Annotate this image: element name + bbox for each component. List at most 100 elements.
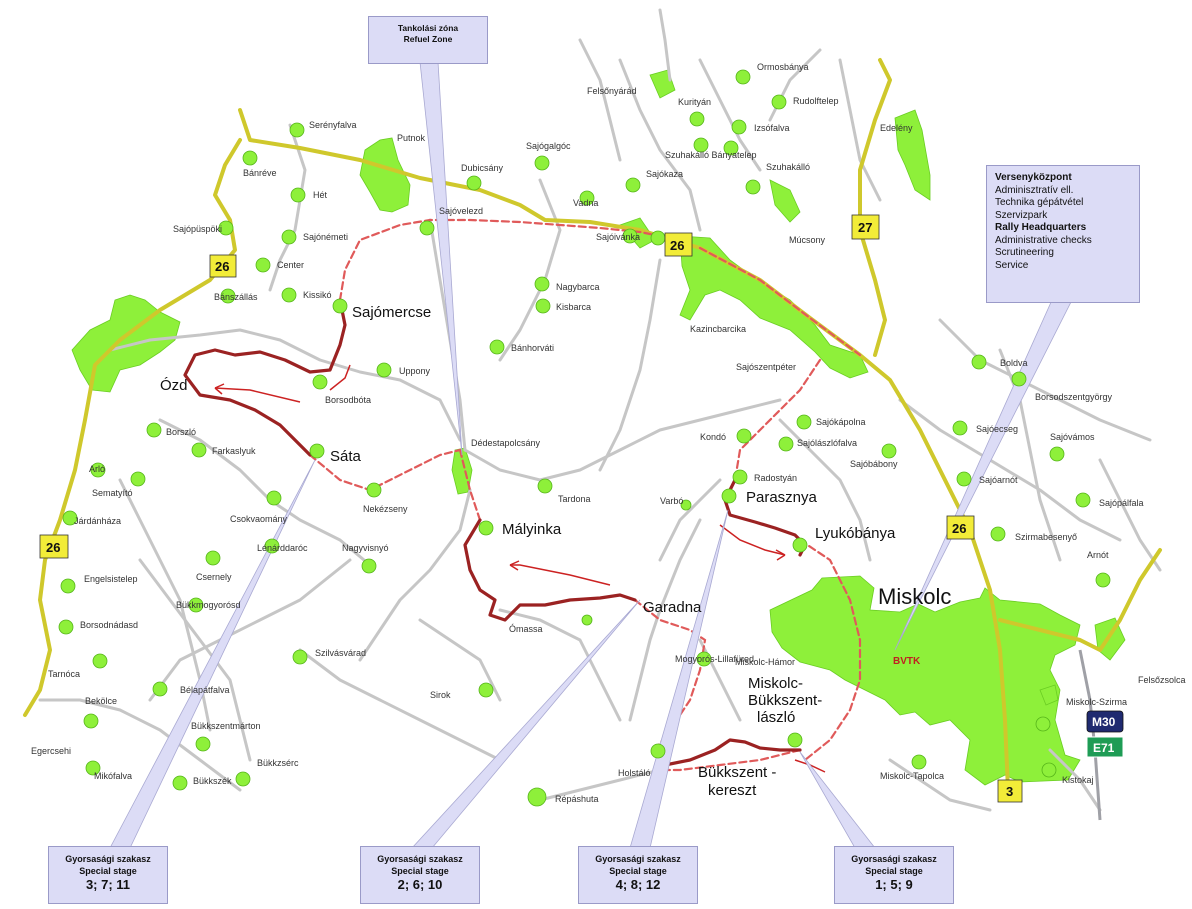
town-label: Miskolc-Tapolca	[880, 771, 944, 781]
svg-text:E71: E71	[1093, 741, 1115, 755]
hq-item: Adminisztratív ell.	[995, 184, 1074, 196]
town-label: Putnok	[397, 133, 426, 143]
town-label: Sajóecseg	[976, 424, 1018, 434]
town-label: Vadna	[573, 198, 598, 208]
town-label: Bükkszék	[193, 776, 232, 786]
settlement-areas	[71, 69, 1126, 786]
town-label: Sajóarnót	[979, 475, 1018, 485]
refuel-zone-en: Refuel Zone	[403, 34, 453, 44]
minor-roads	[38, 8, 1162, 812]
town-label: Mogyorós-Lillafüred	[675, 654, 754, 664]
hq-item: Szervizpark	[995, 209, 1048, 221]
town-label: Borsodnádasd	[80, 620, 138, 630]
rally-headquarters-callout: Versenyközpont Adminisztratív ell. Techn…	[986, 165, 1140, 303]
town-label: Bánréve	[243, 168, 277, 178]
town-label: Tardona	[558, 494, 591, 504]
label-parasznya: Parasznya	[746, 489, 818, 506]
town-label: Egercsehi	[31, 746, 71, 756]
road-shield-26-a: 26	[209, 254, 237, 278]
town-label: Bükkzsérc	[257, 758, 299, 768]
town-label: Radostyán	[754, 473, 797, 483]
town-label: Szuhakálló Bányatelep	[665, 150, 757, 160]
stage-callout-2-6-10: Gyorsasági szakasz Special stage 2; 6; 1…	[360, 846, 480, 904]
label-miskolc-bukkszentlaszlo-3: lászló	[757, 709, 795, 726]
town-label: Miskolc-Hámor	[735, 657, 795, 667]
label-sata: Sáta	[330, 448, 362, 465]
town-label: Felsőnyárád	[587, 86, 637, 96]
town-label: Center	[277, 260, 304, 270]
town-label: Uppony	[399, 366, 431, 376]
town-label: Kisbarca	[556, 302, 591, 312]
hq-item: Administrative checks	[995, 234, 1092, 246]
hq-item: Scrutineering	[995, 247, 1054, 258]
road-shield-26-c: 26	[39, 534, 69, 559]
town-label: Kissikó	[303, 290, 332, 300]
label-lyukobanya: Lyukóbánya	[815, 525, 896, 542]
town-label: Sajóivánka	[596, 232, 640, 242]
town-label: Bekölce	[85, 696, 117, 706]
direction-arrows	[214, 364, 826, 773]
road-shield-e71: E71	[1086, 736, 1124, 758]
town-label: Bélapátfalva	[180, 685, 230, 695]
label-bvtk: BVTK	[893, 656, 921, 667]
town-label: Szirmabesenyő	[1015, 532, 1077, 542]
stage-line-hu: Gyorsasági szakasz	[851, 854, 937, 864]
town-label: Sirok	[430, 690, 451, 700]
town-label: Sajószentpéter	[736, 362, 796, 372]
stage-labels: Sajómercse Ózd Sáta Mályinka Parasznya L…	[160, 304, 951, 799]
stage-line-hu: Gyorsasági szakasz	[595, 854, 681, 864]
stage-numbers: 1; 5; 9	[875, 877, 913, 892]
town-label: Bánhorváti	[511, 343, 554, 353]
town-label: Holstáló	[618, 768, 651, 778]
town-label: Rudolftelep	[793, 96, 839, 106]
town-label: Dubicsány	[461, 163, 504, 173]
town-label: Dédestapolcsány	[471, 438, 541, 448]
town-label: Sajóbábony	[850, 459, 898, 469]
town-label: Csernely	[196, 572, 232, 582]
town-label: Felsőzsolca	[1138, 675, 1186, 685]
road-shield-3: 3	[997, 779, 1023, 803]
refuel-zone-callout: Tankolási zóna Refuel Zone	[368, 16, 488, 64]
town-label: Járdánháza	[74, 516, 121, 526]
town-label: Izsófalva	[754, 123, 790, 133]
label-bukkszentkereszt-2: kereszt	[708, 782, 757, 799]
town-label: Bánszállás	[214, 292, 258, 302]
hq-title-hu: Versenyközpont	[995, 172, 1072, 183]
road-shield-26-b: 26	[664, 232, 693, 257]
stage-line-en: Special stage	[79, 866, 137, 876]
stage-callout-4-8-12: Gyorsasági szakasz Special stage 4; 8; 1…	[578, 846, 698, 904]
hq-item: Service	[995, 259, 1029, 271]
town-labels: Serényfalva Putnok Bánréve Hét Dubicsány…	[31, 62, 1186, 804]
town-label: Sajókaza	[646, 169, 683, 179]
liaison-routes	[308, 218, 862, 772]
town-label: Borszló	[166, 427, 196, 437]
town-label: Ormosbánya	[757, 62, 809, 72]
callout-pointers	[109, 61, 1073, 849]
stage-line-en: Special stage	[391, 866, 449, 876]
stage-numbers: 4; 8; 12	[615, 877, 661, 892]
town-label: Tarnóca	[48, 669, 80, 679]
svg-text:27: 27	[858, 220, 872, 235]
town-label: Sajólászlófalva	[797, 438, 857, 448]
town-label: Kurityán	[678, 97, 711, 107]
hq-title-en: Rally Headquarters	[995, 222, 1087, 233]
town-label: Répáshuta	[555, 794, 599, 804]
label-miskolc-bukkszentlaszlo-2: Bükkszent-	[748, 692, 822, 709]
town-label: Sajópüspöki	[173, 224, 222, 234]
town-label: Szilvásvárad	[315, 648, 366, 658]
town-label: Sajóvelezd	[439, 206, 483, 216]
stage-line-en: Special stage	[609, 866, 667, 876]
svg-text:M30: M30	[1092, 715, 1116, 729]
stage-line-hu: Gyorsasági szakasz	[377, 854, 463, 864]
road-shield-26-d: 26	[946, 515, 975, 540]
town-label: Sajógalgóc	[526, 141, 571, 151]
town-label: Arló	[89, 464, 105, 474]
svg-text:26: 26	[46, 540, 60, 555]
town-label: Sajónémeti	[303, 232, 348, 242]
stage-callout-3-7-11: Gyorsasági szakasz Special stage 3; 7; 1…	[48, 846, 168, 904]
town-label: Nagybarca	[556, 282, 600, 292]
svg-text:3: 3	[1006, 784, 1013, 799]
town-label: Nagyvisnyó	[342, 543, 389, 553]
town-label: Borsodbóta	[325, 395, 371, 405]
